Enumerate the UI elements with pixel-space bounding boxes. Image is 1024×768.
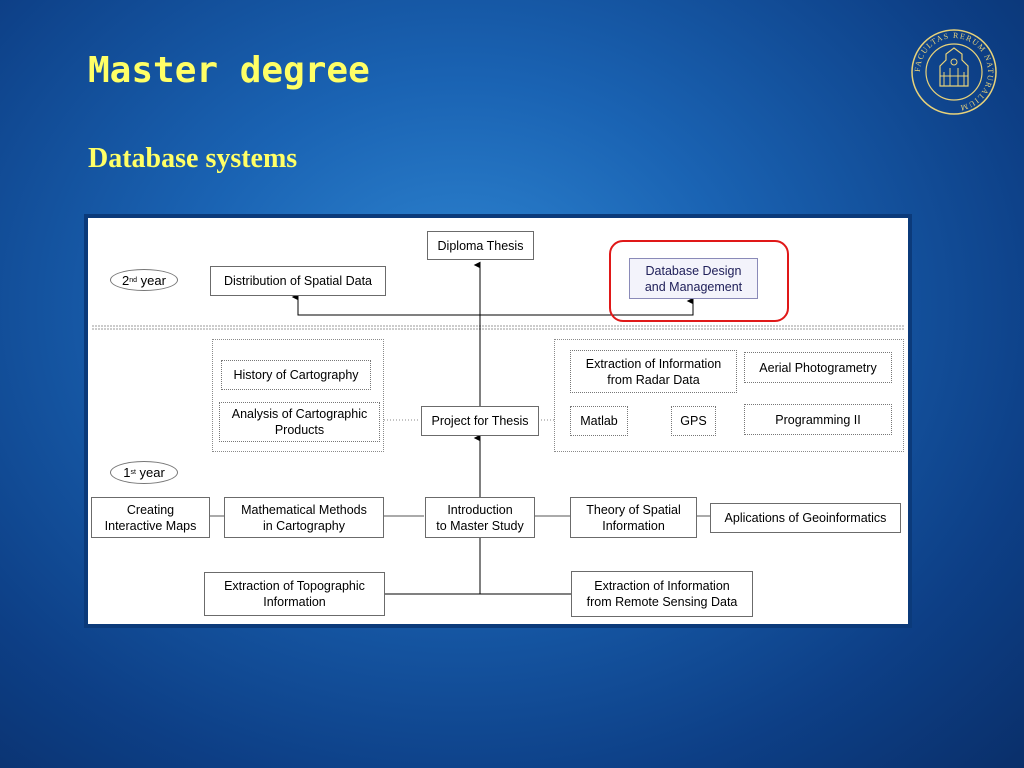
box-aerial-photogrametry: Aerial Photogrametry (744, 352, 892, 383)
box-radar-data: Extraction of Information from Radar Dat… (570, 350, 737, 393)
year-1-word: year (135, 465, 165, 480)
box-matlab: Matlab (570, 406, 628, 436)
faculty-seal-icon: FACULTAS RERUM NATURALIUM (911, 29, 997, 115)
slide-title: Master degree (88, 50, 370, 91)
year-1-suffix: st (130, 469, 136, 476)
box-mathematical-methods: Mathematical Methods in Cartography (224, 497, 384, 538)
box-aplications-geoinformatics: Aplications of Geoinformatics (710, 503, 901, 533)
box-theory-spatial-information: Theory of Spatial Information (570, 497, 697, 538)
box-database-design: Database Design and Management (629, 258, 758, 299)
box-topographic-information: Extraction of Topographic Information (204, 572, 385, 616)
box-distribution-spatial-data: Distribution of Spatial Data (210, 266, 386, 296)
year-2-number: 2 (122, 272, 130, 288)
box-gps: GPS (671, 406, 716, 436)
box-introduction-master-study: Introduction to Master Study (425, 497, 535, 538)
technology-group (554, 339, 904, 452)
cartography-group (212, 339, 384, 452)
year-2-word: year (137, 272, 166, 288)
box-creating-interactive-maps: Creating Interactive Maps (91, 497, 210, 538)
year-2-suffix: nd (129, 276, 138, 284)
box-history-cartography: History of Cartography (221, 360, 371, 390)
box-project-for-thesis: Project for Thesis (421, 406, 539, 436)
box-programming-ii: Programming II (744, 404, 892, 435)
box-remote-sensing-data: Extraction of Information from Remote Se… (571, 571, 753, 617)
year-1-number: 1 (123, 465, 131, 480)
box-analysis-cartographic-products: Analysis of Cartographic Products (219, 402, 380, 442)
slide-subtitle: Database systems (88, 143, 298, 174)
highlight-frame (609, 240, 789, 322)
box-diploma-thesis: Diploma Thesis (427, 231, 534, 260)
